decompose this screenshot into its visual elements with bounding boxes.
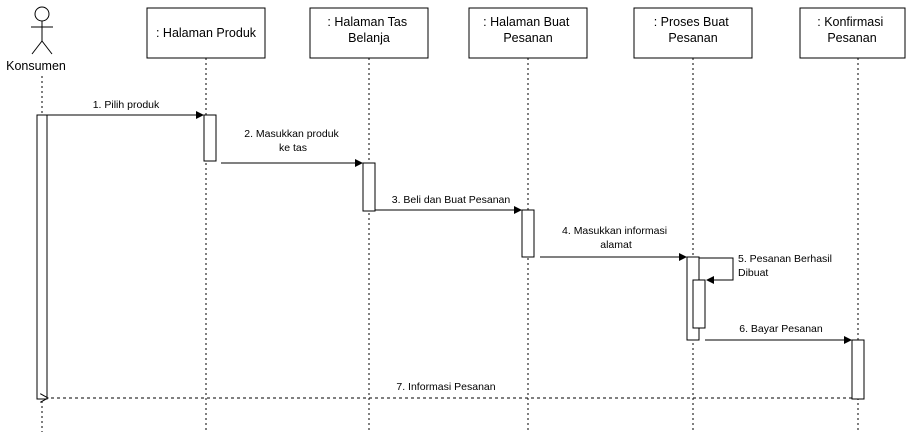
message-label-line: 1. Pilih produk <box>93 99 160 111</box>
lifeline-box <box>309 7 429 59</box>
lifeline-title: : Halaman Tas Belanja <box>327 15 410 45</box>
lifeline-title-line: : Halaman Buat <box>483 15 570 29</box>
actor-label: Konsumen <box>6 59 66 73</box>
actor-konsumen: Konsumen <box>6 6 66 73</box>
actor-left-leg <box>31 40 43 55</box>
message-arrow-5 <box>699 257 734 284</box>
message-label-1: 1. Pilih produk <box>93 99 160 111</box>
lifeline-box <box>799 7 906 59</box>
lifeline-title-line: : Proses Buat <box>654 15 730 29</box>
lifeline-box <box>146 7 266 59</box>
lifeline-title: : Halaman Buat Pesanan <box>483 15 573 45</box>
activation-konsumen <box>36 114 48 400</box>
lifeline-title-line: : Halaman Tas <box>327 15 407 29</box>
lifeline-halaman-tas-belanja: : Halaman Tas Belanja <box>309 7 429 59</box>
message-label-line: alamat <box>600 239 632 251</box>
message-label-4: 4. Masukkan informasi alamat <box>562 225 670 251</box>
lifeline-title-line: : Halaman Produk <box>156 26 257 40</box>
lifeline-box <box>468 7 588 59</box>
message-label-5: 5. Pesanan Berhasil Dibuat <box>738 253 835 279</box>
lifeline-title-line: Pesanan <box>503 31 552 45</box>
activation-halaman-buat-pesanan <box>521 209 535 258</box>
message-label-line: Dibuat <box>738 267 768 279</box>
lifeline-title: : Halaman Produk <box>156 26 257 40</box>
message-label-6: 6. Bayar Pesanan <box>739 323 823 335</box>
message-label-line: ke tas <box>279 142 307 154</box>
lifeline-title: : Proses Buat Pesanan <box>654 15 733 45</box>
message-label-line: 2. Masukkan produk <box>244 128 339 140</box>
message-label-line: 3. Beli dan Buat Pesanan <box>392 194 511 206</box>
message-label-7: 7. Informasi Pesanan <box>396 381 495 393</box>
message-label-2: 2. Masukkan produk ke tas <box>244 128 341 154</box>
message-label-line: 4. Masukkan informasi <box>562 225 667 237</box>
message-label-3: 3. Beli dan Buat Pesanan <box>392 194 511 206</box>
actor-right-leg <box>41 40 53 55</box>
lifeline-title-line: Belanja <box>348 31 390 45</box>
message-label-line: 6. Bayar Pesanan <box>739 323 823 335</box>
activation-proses-nested <box>692 279 706 329</box>
activation-halaman-tas-belanja <box>362 162 376 212</box>
message-label-line: 5. Pesanan Berhasil <box>738 253 832 265</box>
actor-head <box>34 6 50 22</box>
lifeline-halaman-buat-pesanan: : Halaman Buat Pesanan <box>468 7 588 59</box>
activation-konfirmasi-pesanan <box>851 339 865 400</box>
lifeline-proses-buat-pesanan: : Proses Buat Pesanan <box>633 7 753 59</box>
lifeline-title-line: : Konfirmasi <box>817 15 883 29</box>
lifeline-halaman-produk: : Halaman Produk <box>146 7 266 59</box>
message-label-line: 7. Informasi Pesanan <box>396 381 495 393</box>
lifeline-konfirmasi-pesanan: : Konfirmasi Pesanan <box>799 7 906 59</box>
lifeline-title: : Konfirmasi Pesanan <box>817 15 886 45</box>
lifeline-title-line: Pesanan <box>827 31 876 45</box>
activation-halaman-produk <box>203 114 217 162</box>
lifeline-title-line: Pesanan <box>668 31 717 45</box>
lifeline-box <box>633 7 753 59</box>
